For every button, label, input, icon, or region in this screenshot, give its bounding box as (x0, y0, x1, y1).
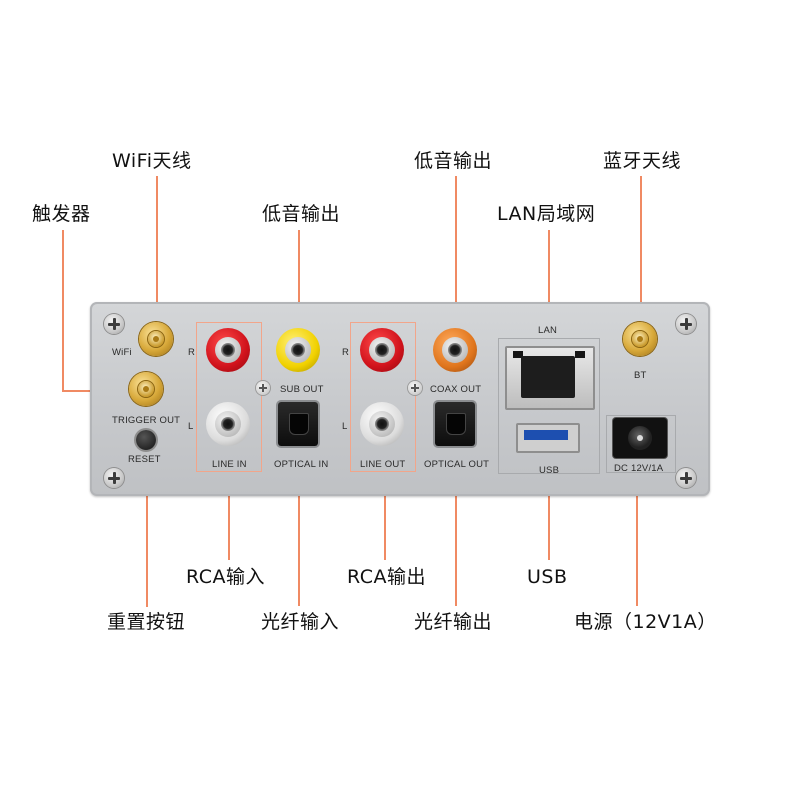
line-out-r-jack[interactable] (360, 328, 404, 372)
leader-coax-out (455, 176, 457, 332)
label-line-in: LINE IN (212, 459, 247, 470)
leader-bt (640, 176, 642, 322)
callout-usb: USB (527, 566, 568, 588)
callout-bt-antenna: 蓝牙天线 (603, 150, 682, 172)
panel-screw-icon (104, 314, 124, 334)
leader-sub-out (298, 230, 300, 332)
callout-lan: LAN局域网 (497, 203, 596, 225)
callout-optical-out: 光纤输出 (414, 611, 493, 633)
optical-out-port[interactable] (435, 402, 475, 446)
leader-wifi (156, 176, 158, 322)
label-line-in-l: L (188, 421, 194, 432)
leader-reset (146, 445, 148, 607)
callout-power: 电源（12V1A） (574, 611, 717, 633)
label-line-in-r: R (188, 347, 196, 358)
leader-optical-in (298, 448, 300, 606)
label-coax-out: COAX OUT (430, 384, 482, 395)
leader-optical-out (455, 448, 457, 606)
label-bt: BT (634, 370, 647, 381)
leader-rca-in (228, 472, 230, 560)
panel-screw-icon (676, 468, 696, 488)
line-in-r-jack[interactable] (206, 328, 250, 372)
leader-lan (548, 230, 550, 332)
label-wifi: WiFi (112, 347, 132, 358)
callout-rca-out: RCA输出 (347, 566, 427, 588)
leader-trigger-v (62, 230, 64, 390)
lan-port[interactable] (505, 346, 595, 410)
label-reset: RESET (128, 454, 161, 465)
panel-small-screw-icon (408, 381, 422, 395)
bt-antenna-connector[interactable] (623, 322, 657, 356)
label-line-out-l: L (342, 421, 348, 432)
label-line-out-r: R (342, 347, 350, 358)
label-dc: DC 12V/1A (614, 463, 664, 474)
label-optical-in: OPTICAL IN (274, 459, 329, 470)
label-trigger-out: TRIGGER OUT (112, 415, 181, 426)
panel-small-screw-icon (256, 381, 270, 395)
leader-power (636, 468, 638, 606)
dc-group-box (606, 415, 676, 473)
wifi-antenna-connector[interactable] (139, 322, 173, 356)
callout-sub-out: 低音输出 (262, 203, 341, 225)
label-lan: LAN (538, 325, 558, 336)
panel-screw-icon (104, 468, 124, 488)
callout-wifi-antenna: WiFi天线 (112, 150, 192, 172)
rear-panel: WiFi TRIGGER OUT RESET R L LINE IN SUB O… (90, 302, 710, 496)
label-sub-out: SUB OUT (280, 384, 324, 395)
line-out-group-box (350, 322, 416, 472)
label-usb: USB (539, 465, 560, 476)
callout-reset: 重置按钮 (107, 611, 186, 633)
label-optical-out: OPTICAL OUT (424, 459, 490, 470)
line-in-group-box (196, 322, 262, 472)
reset-button[interactable] (136, 430, 156, 450)
callout-trigger: 触发器 (32, 203, 91, 225)
sub-out-jack[interactable] (276, 328, 320, 372)
trigger-out-jack[interactable] (129, 372, 163, 406)
line-in-l-jack[interactable] (206, 402, 250, 446)
callout-rca-in: RCA输入 (186, 566, 266, 588)
leader-rca-out (384, 472, 386, 560)
callout-coax-out: 低音输出 (414, 150, 493, 172)
lan-usb-group-box (498, 338, 600, 474)
dc-power-jack[interactable] (613, 418, 667, 458)
usb-port[interactable] (516, 423, 580, 453)
label-line-out: LINE OUT (360, 459, 406, 470)
callout-optical-in: 光纤输入 (261, 611, 340, 633)
line-out-l-jack[interactable] (360, 402, 404, 446)
coax-out-jack[interactable] (433, 328, 477, 372)
leader-usb (548, 470, 550, 560)
optical-in-port[interactable] (278, 402, 318, 446)
panel-screw-icon (676, 314, 696, 334)
